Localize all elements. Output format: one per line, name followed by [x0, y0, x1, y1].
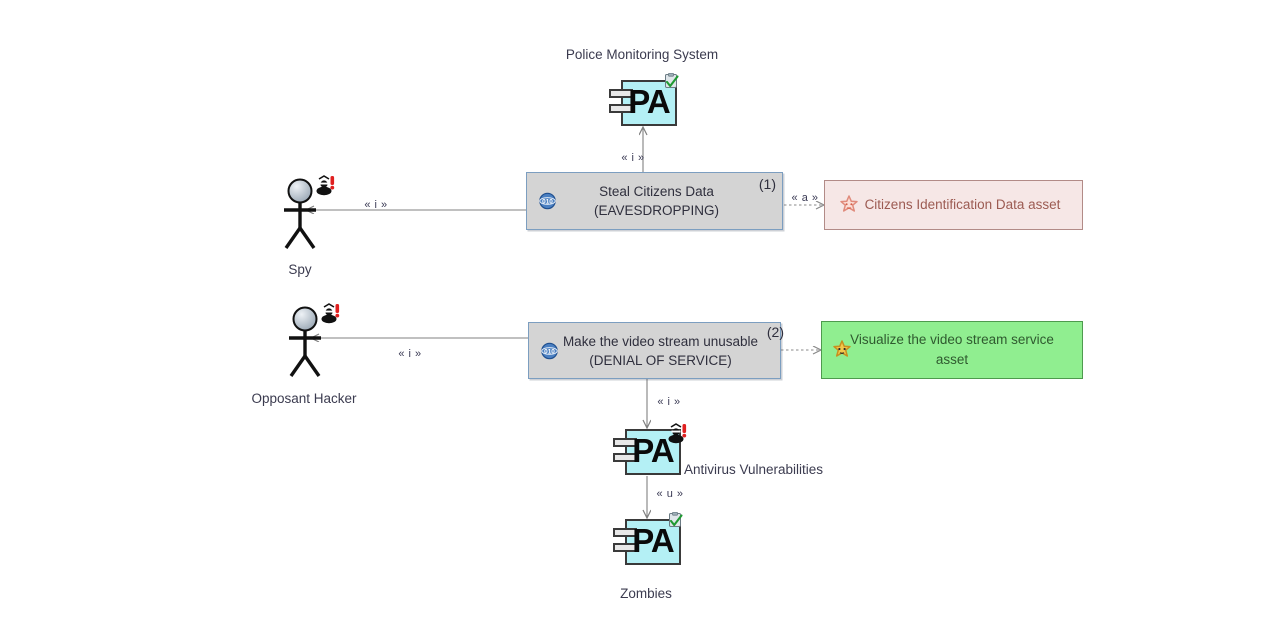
actor-spy-caption: Spy — [288, 262, 312, 277]
component-police-monitoring-system-caption: Police Monitoring System — [565, 47, 719, 62]
asset-label: Citizens Identification Data asset — [864, 197, 1061, 212]
hacker-icon — [321, 303, 340, 324]
threat-subtitle: (EAVESDROPPING) — [593, 203, 720, 218]
connector-label-spy-to-threat1: « i » — [364, 199, 388, 211]
component-abbrev-label: PA — [632, 522, 674, 559]
asset-label-line1: Visualize the video stream service — [850, 332, 1054, 347]
asset-red-icon — [840, 195, 858, 212]
component-zombies-caption: Zombies — [620, 586, 672, 601]
connector-label-threat1-to-police-monitoring-system: « i » — [621, 152, 645, 164]
asset-citizens-identification-data[interactable]: Citizens Identification Data asset — [824, 180, 1083, 230]
component-tab-lower — [613, 543, 637, 552]
connector-label-hacker-to-threat2: « i » — [398, 348, 422, 360]
component-tab-lower — [609, 104, 633, 113]
component-police-monitoring-system[interactable]: PA — [609, 73, 679, 126]
svg-text:010: 010 — [542, 199, 553, 206]
threat-number: (2) — [766, 324, 784, 340]
asset-green-icon — [833, 340, 851, 357]
threat-steal-citizens-data[interactable]: 010 Steal Citizens Data (EAVESDROPPING) … — [526, 172, 783, 230]
actor-opposant-hacker-caption: Opposant Hacker — [251, 391, 357, 406]
connector-label-threat2-to-antivirus: « i » — [657, 396, 681, 408]
actor-figure-icon — [284, 178, 316, 249]
asset-label: Visualize the video stream service asset — [822, 330, 1082, 370]
threat-make-video-stream-unusable[interactable]: 010 Make the video stream unusable (DENI… — [528, 322, 784, 379]
component-tab-upper — [609, 89, 633, 98]
threat-number: (1) — [758, 176, 776, 192]
threat-title: Steal Citizens Data — [599, 184, 714, 199]
component-zombies[interactable]: PA — [613, 512, 683, 565]
actor-spy[interactable] — [281, 175, 335, 252]
threat-text: Steal Citizens Data (EAVESDROPPING) — [527, 182, 782, 220]
component-abbrev-label: PA — [632, 432, 674, 469]
binary-010-icon: 010 — [541, 342, 558, 359]
clipboard-check-icon — [665, 73, 679, 88]
component-tab-upper — [613, 528, 637, 537]
threat-subtitle: (DENIAL OF SERVICE) — [589, 352, 732, 368]
asset-label-line2: asset — [935, 352, 969, 367]
clipboard-check-icon — [669, 512, 683, 527]
component-antivirus-vulnerabilities[interactable]: PA — [613, 423, 687, 475]
svg-text:010: 010 — [544, 348, 555, 355]
hacker-icon — [668, 423, 687, 444]
actor-opposant-hacker[interactable] — [286, 303, 340, 380]
actor-figure-icon — [289, 306, 321, 377]
threat-title: Make the video stream unusable — [562, 333, 759, 349]
asset-visualize-video-stream-service[interactable]: Visualize the video stream service asset — [821, 321, 1083, 379]
component-abbrev-label: PA — [628, 83, 670, 120]
component-body — [621, 80, 677, 126]
threat-text: Make the video stream unusable (DENIAL O… — [529, 332, 780, 370]
binary-010-icon: 010 — [539, 192, 556, 210]
component-antivirus-vulnerabilities-caption: Antivirus Vulnerabilities — [684, 462, 824, 477]
hacker-icon — [316, 175, 335, 196]
connector-label-antivirus-to-zombies: « u » — [656, 488, 684, 500]
component-tab-upper — [613, 438, 637, 447]
connector-label-threat1-to-asset1: « a » — [791, 192, 819, 204]
component-tab-lower — [613, 453, 637, 462]
